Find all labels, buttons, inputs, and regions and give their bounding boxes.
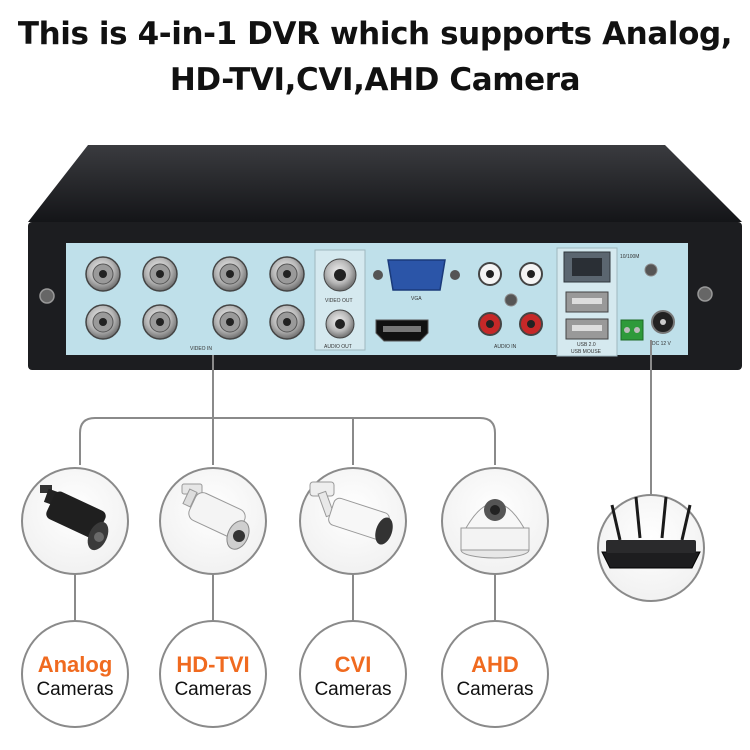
camera-label-3: AHD Cameras: [441, 620, 549, 728]
video-out-label: VIDEO OUT: [325, 298, 353, 304]
dc-power-jack-pin: [660, 319, 666, 325]
camera-type-circle: [21, 620, 129, 728]
wifi-router-icon: [601, 496, 701, 569]
usb-port-tongue: [572, 298, 602, 304]
bullet-camera-black-icon: [40, 485, 109, 551]
rs485-terminal: [620, 319, 644, 341]
camera-type-suffix: Cameras: [456, 679, 533, 700]
camera-type-circle: [441, 620, 549, 728]
network-indicator: [644, 263, 658, 277]
video-in-label: VIDEO IN: [190, 346, 212, 352]
camera-type-circle: [299, 620, 407, 728]
camera-cam-0: [21, 467, 129, 575]
rca-red-connector-core: [527, 320, 535, 328]
vga-screw-left: [373, 270, 383, 280]
headline-line-2: HD-TVI,CVI,AHD Camera: [169, 62, 581, 98]
bnc-connector-core: [283, 270, 291, 278]
camera-cam-1: [159, 467, 267, 575]
usb-port-tongue: [572, 325, 602, 331]
dvr-top-cover: [28, 145, 742, 222]
camera-type-name: CVI: [335, 652, 372, 677]
camera-type-suffix: Cameras: [36, 679, 113, 700]
camera-label-0: Analog Cameras: [21, 620, 129, 728]
camera-type-suffix: Cameras: [314, 679, 391, 700]
bnc-connector-core: [226, 270, 234, 278]
usb-mouse-label: USB MOUSE: [571, 349, 602, 355]
bnc-connector-core: [156, 270, 164, 278]
camera-type-suffix: Cameras: [174, 679, 251, 700]
rca-white-connector-core: [527, 270, 535, 278]
ground-screw: [504, 293, 518, 307]
camera-label-1: HD-TVI Cameras: [159, 620, 267, 728]
audio-out-label: AUDIO OUT: [324, 344, 352, 350]
rs485-terminal-screw: [634, 327, 640, 333]
vga-port: [387, 259, 446, 291]
bnc-connector-core: [156, 318, 164, 326]
bullet-camera-white-icon: [181, 483, 250, 550]
dvr-recorder: VIDEO IN VIDEO OUT AUDIO OUT VGA: [28, 145, 742, 370]
camera-type-name: HD-TVI: [176, 652, 249, 677]
audio-in-connectors: [478, 262, 543, 336]
bnc-connector-core: [99, 318, 107, 326]
ethernet-port-inner: [572, 258, 602, 276]
camera-bus-line: [79, 417, 496, 434]
bnc-connector-core: [99, 270, 107, 278]
rca-white-connector-core: [486, 270, 494, 278]
vga-screw-right: [450, 270, 460, 280]
camera-label-2: CVI Cameras: [299, 620, 407, 728]
camera-type-circle: [159, 620, 267, 728]
screw-icon: [39, 288, 55, 304]
audio-out-connector-core: [335, 319, 345, 329]
vga-label: VGA: [411, 296, 422, 302]
camera-link-lines: [74, 574, 496, 621]
video-out-connector-core: [334, 269, 346, 281]
camera-cam-2: [299, 467, 407, 575]
screw-icon: [697, 286, 713, 302]
connection-lines: [79, 340, 652, 495]
bullet-camera-mount-icon: [309, 481, 393, 545]
audio-in-label: AUDIO IN: [494, 344, 517, 350]
camera-type-name: Analog: [38, 652, 113, 677]
bnc-connector-core: [226, 318, 234, 326]
video-in-connectors: [85, 256, 305, 340]
rs485-terminal-screw: [624, 327, 630, 333]
rca-red-connector-core: [486, 320, 494, 328]
hdmi-port-inner: [383, 326, 421, 332]
usb-label: USB 2.0: [577, 342, 596, 348]
router-node: [597, 494, 705, 602]
dome-camera-icon: [460, 499, 530, 559]
power-label: DC 12 V: [652, 341, 672, 347]
bnc-connector-core: [283, 318, 291, 326]
network-label: 10/100M: [620, 254, 639, 260]
camera-cam-3: [441, 467, 549, 575]
headline-line-1: This is 4-in-1 DVR which supports Analog…: [17, 16, 733, 52]
camera-type-name: AHD: [471, 652, 519, 677]
